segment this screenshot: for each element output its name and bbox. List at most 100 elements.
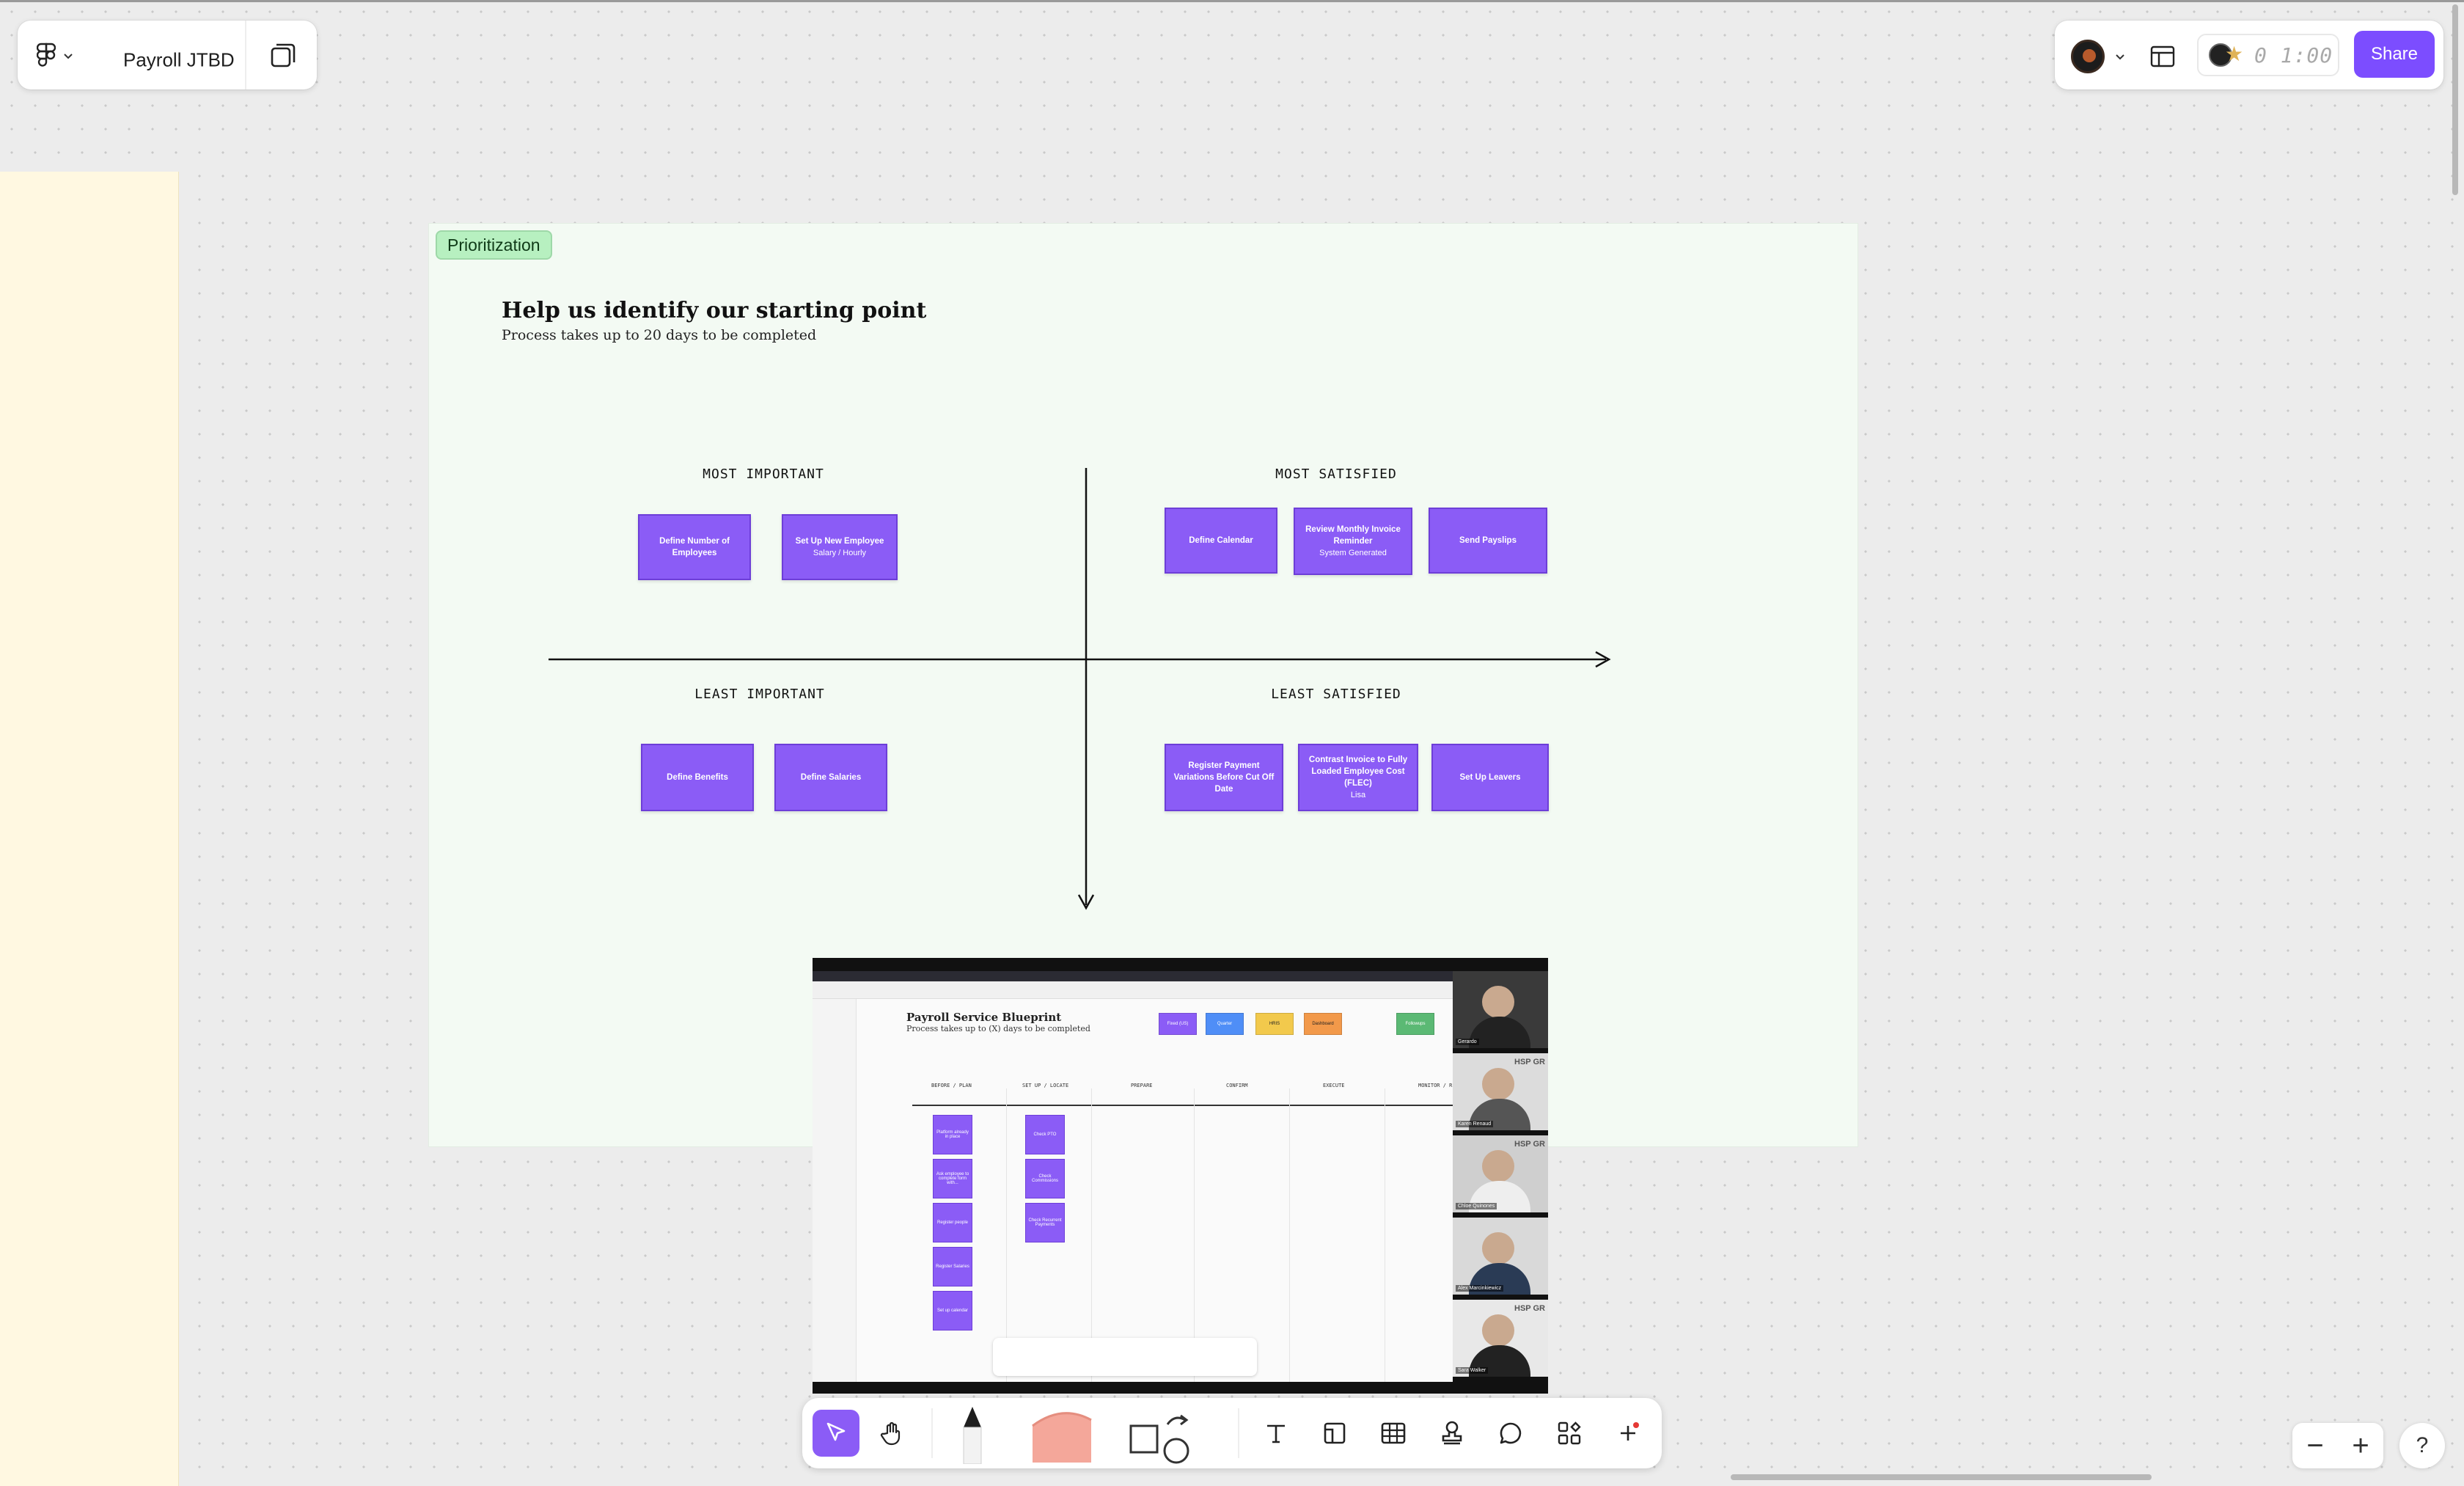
shared-sticky: Check PTO — [1025, 1115, 1065, 1154]
label-most-important[interactable]: MOST IMPORTANT — [703, 466, 824, 482]
hand-tool[interactable] — [870, 1410, 917, 1457]
participant-face — [1482, 1150, 1514, 1182]
pages-icon — [271, 43, 296, 67]
marker-icon — [963, 1407, 982, 1464]
sticky-note[interactable]: Define Calendar — [1165, 508, 1277, 574]
share-button[interactable]: Share — [2354, 31, 2435, 78]
section-tag[interactable]: Prioritization — [436, 230, 552, 260]
pages-button[interactable] — [267, 40, 299, 72]
widgets-tool[interactable] — [1546, 1410, 1593, 1457]
sticky-note[interactable]: Set Up Leavers — [1431, 744, 1549, 811]
participant-name: Alex Marcinkiewicz — [1456, 1285, 1504, 1292]
collab-panel: ★ 0 1:00 Share — [2055, 21, 2443, 89]
sticky-note[interactable]: Define Salaries — [774, 744, 887, 811]
move-tool[interactable] — [813, 1410, 859, 1457]
hand-icon — [880, 1421, 901, 1446]
shared-sticky: Check Commissions — [1025, 1159, 1065, 1198]
sticky-note[interactable]: Define Benefits — [641, 744, 754, 811]
sticky-title: Set Up Leavers — [1459, 773, 1521, 782]
participant-torso — [1469, 1181, 1530, 1212]
shared-sticky: Register people — [933, 1203, 972, 1242]
participant-logo: HSP GR — [1514, 1058, 1545, 1066]
participant-tile: HSP GR Karen Renaud — [1453, 1053, 1548, 1132]
participant-name: Chloe Quinones — [1456, 1203, 1497, 1209]
vertical-scrollbar[interactable] — [2452, 4, 2458, 195]
zoom-out-button[interactable]: − — [2306, 1429, 2324, 1462]
sticky-note[interactable]: Define Number of Employees — [638, 514, 751, 580]
layout-icon — [2150, 45, 2175, 67]
label-least-satisfied[interactable]: LEAST SATISFIED — [1271, 687, 1401, 702]
participant-name: Karen Renaud — [1456, 1121, 1494, 1127]
stamp-tool[interactable] — [1429, 1410, 1475, 1457]
shared-gridline — [1091, 1088, 1092, 1382]
sticky-title: Define Calendar — [1189, 536, 1253, 545]
shared-phase: CONFIRM — [1226, 1083, 1248, 1088]
participant-torso — [1469, 1099, 1530, 1130]
help-button[interactable]: ? — [2399, 1423, 2445, 1468]
sticky-title: Review Monthly Invoice Reminder — [1305, 525, 1401, 546]
shared-sticky: Register Salaries — [933, 1247, 972, 1286]
sticky-note[interactable]: Register Payment Variations Before Cut O… — [1165, 744, 1283, 811]
section-heading[interactable]: Help us identify our starting point — [502, 298, 927, 323]
screenshare-video[interactable]: Payroll Service Blueprint Process takes … — [813, 958, 1548, 1394]
text-tool[interactable] — [1253, 1410, 1299, 1457]
table-icon — [1381, 1422, 1406, 1444]
comment-tool[interactable] — [1487, 1410, 1534, 1457]
shared-sticky: Ask employee to complete form with... — [933, 1159, 972, 1198]
marker-tool[interactable] — [949, 1404, 996, 1464]
timer-button[interactable]: ★ 0 1:00 — [2197, 34, 2339, 76]
shared-screen: Payroll Service Blueprint Process takes … — [813, 971, 1453, 1382]
more-tools-button[interactable] — [1605, 1410, 1651, 1457]
shape-tool[interactable] — [1119, 1407, 1195, 1465]
participant-torso — [1469, 1345, 1530, 1377]
participant-torso — [1469, 1263, 1530, 1295]
toolbar-divider — [931, 1408, 933, 1458]
sticky-subtitle: Lisa — [1350, 791, 1366, 799]
shared-top-note: Fixed (US) — [1159, 1013, 1197, 1035]
shared-gridline — [1289, 1088, 1290, 1382]
chevron-down-icon[interactable] — [2115, 53, 2125, 60]
shared-top-note: HRIS — [1255, 1013, 1294, 1035]
participant-name: Sara Walker — [1456, 1367, 1489, 1374]
window-border — [0, 0, 2464, 2]
section-icon — [1324, 1422, 1346, 1444]
zoom-in-button[interactable]: + — [2352, 1429, 2369, 1462]
shared-phase: BEFORE / PLAN — [931, 1083, 972, 1088]
horizontal-scrollbar[interactable] — [1731, 1474, 2152, 1480]
highlighter-icon — [1032, 1412, 1092, 1463]
participant-tile: Alex Marcinkiewicz — [1453, 1218, 1548, 1297]
sticky-note[interactable]: Send Payslips — [1429, 508, 1547, 574]
avatar[interactable] — [2071, 40, 2105, 73]
sticky-title: Define Benefits — [667, 773, 728, 782]
label-most-satisfied[interactable]: MOST SATISFIED — [1275, 466, 1397, 482]
participant-tile: HSP GR Chloe Quinones — [1453, 1135, 1548, 1215]
shared-phase: MONITOR / R — [1418, 1083, 1453, 1088]
shared-divider — [912, 1105, 1453, 1106]
sticky-note[interactable]: Review Monthly Invoice Reminder System G… — [1294, 508, 1412, 575]
timer-avatars: ★ — [2209, 42, 2245, 68]
sticky-note[interactable]: Contrast Invoice to Fully Loaded Employe… — [1298, 744, 1418, 811]
participant-logo: HSP GR — [1514, 1304, 1545, 1313]
shared-title: Payroll Service Blueprint — [906, 1011, 1062, 1024]
table-tool[interactable] — [1370, 1410, 1417, 1457]
section-subheading[interactable]: Process takes up to 20 days to be comple… — [502, 327, 817, 343]
main-menu-button[interactable] — [37, 41, 104, 70]
participant-tile: HSP GR Sara Walker — [1453, 1300, 1548, 1379]
section-tool[interactable] — [1311, 1410, 1358, 1457]
yellow-section[interactable] — [0, 172, 179, 1486]
chevron-down-icon — [64, 54, 73, 59]
file-title[interactable]: Payroll JTBD — [123, 48, 235, 71]
shared-phase: PREPARE — [1131, 1083, 1153, 1088]
sticky-note[interactable]: Set Up New Employee Salary / Hourly — [782, 514, 898, 580]
label-least-important[interactable]: LEAST IMPORTANT — [694, 687, 825, 702]
shared-toolbar — [813, 981, 1453, 999]
participant-strip: Gerardo HSP GR Karen Renaud HSP GR Chloe… — [1453, 971, 1548, 1382]
participant-torso — [1469, 1017, 1530, 1048]
sticky-title: Contrast Invoice to Fully Loaded Employe… — [1308, 755, 1408, 788]
sticky-title: Define Number of Employees — [659, 537, 730, 557]
highlighter-tool[interactable] — [1019, 1404, 1107, 1464]
bottom-toolbar — [802, 1398, 1662, 1468]
sticky-title: Send Payslips — [1459, 536, 1517, 545]
layout-button[interactable] — [2147, 41, 2178, 72]
